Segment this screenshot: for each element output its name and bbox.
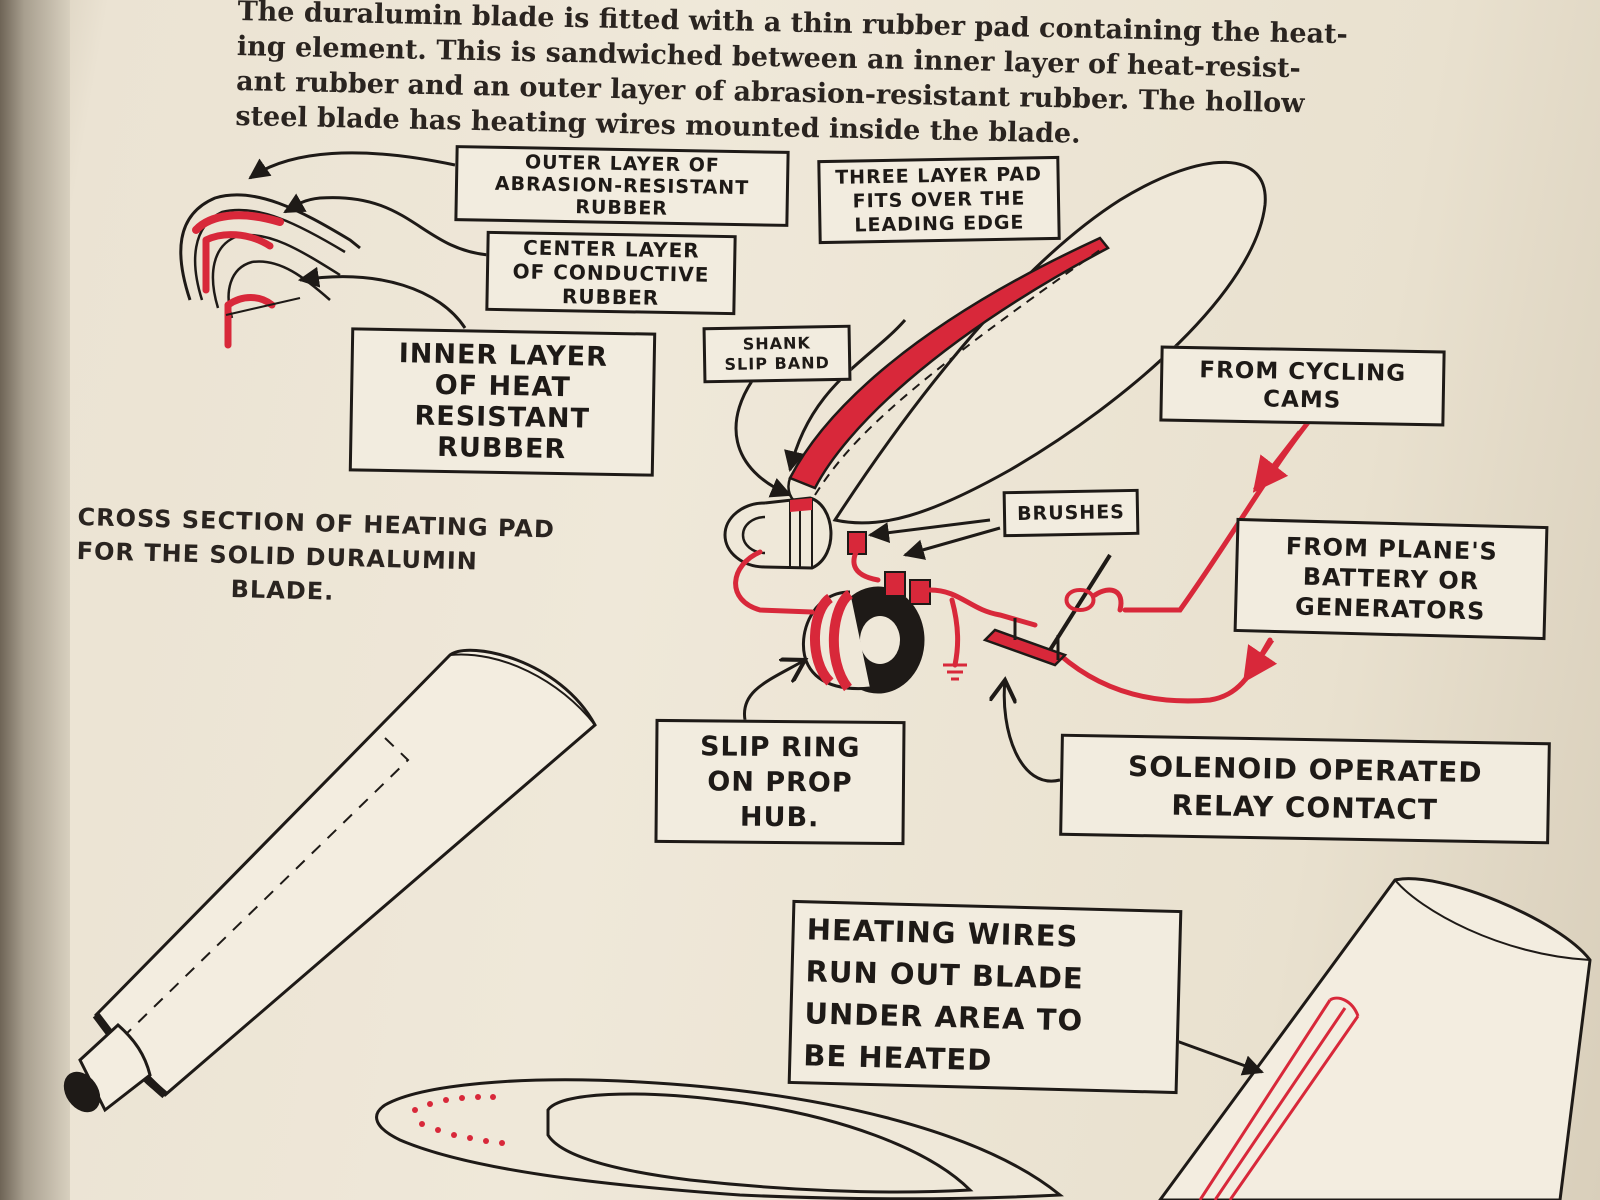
slip-ring (802, 586, 925, 694)
label-outer-layer: OUTER LAYER OF ABRASION-RESISTANT RUBBER (454, 145, 790, 227)
label-line: RELAY CONTACT (1171, 788, 1439, 827)
label-line: ON PROP (707, 765, 853, 799)
solenoid-relay-contact (982, 553, 1112, 667)
label-shank-slip-band: SHANK SLIP BAND (702, 324, 852, 384)
label-solenoid-relay: SOLENOID OPERATED RELAY CONTACT (1059, 733, 1551, 845)
shank-slip-band (723, 496, 833, 570)
label-slip-ring: SLIP RING ON PROP HUB. (654, 718, 906, 846)
center-layer-arrow (283, 193, 489, 257)
label-line: BRUSHES (1016, 501, 1126, 525)
label-line: OF HEAT (434, 369, 572, 404)
brushes-arrow (902, 526, 1001, 560)
label-line: LEADING EDGE (854, 211, 1025, 237)
label-center-layer: CENTER LAYER OF CONDUCTIVE RUBBER (485, 230, 737, 316)
heated-blade-section (1158, 877, 1592, 1200)
label-line: CAMS (1262, 386, 1342, 414)
label-line: RUBBER (436, 431, 567, 466)
brushes-arrow-2 (867, 518, 991, 544)
ground-symbol (943, 663, 967, 681)
propeller-blade (787, 160, 1267, 525)
label-line: HUB. (739, 801, 820, 833)
label-three-layer-pad: THREE LAYER PAD FITS OVER THE LEADING ED… (817, 155, 1061, 245)
heating-pad-cross-section (179, 193, 361, 349)
heating-wire-dots (412, 1094, 505, 1146)
label-brushes: BRUSHES (1002, 488, 1140, 538)
label-line: INNER LAYER (398, 338, 609, 373)
label-from-battery: FROM PLANE'S BATTERY OR GENERATORS (1233, 517, 1549, 641)
slip-ring-arrow (742, 660, 805, 721)
relay-contact-arrow (1004, 680, 1061, 783)
label-line: SLIP RING (699, 730, 861, 764)
label-line: RUBBER (575, 196, 669, 220)
label-inner-layer: INNER LAYER OF HEAT RESISTANT RUBBER (348, 327, 657, 477)
book-spine (0, 0, 70, 1200)
label-line: RUBBER (561, 284, 660, 310)
hollow-steel-blade (63, 648, 597, 1113)
airfoil-cross-section (375, 1078, 1064, 1200)
cycling-cams-signal-arrow (1252, 430, 1302, 493)
label-line: SLIP BAND (724, 353, 830, 374)
label-line: SHANK (742, 333, 812, 354)
label-heating-wires: HEATING WIRES RUN OUT BLADE UNDER AREA T… (787, 899, 1183, 1095)
cross-section-caption: CROSS SECTION OF HEATING PAD FOR THE SOL… (75, 500, 555, 614)
label-from-cycling-cams: FROM CYCLING CAMS (1159, 345, 1446, 427)
inner-layer-arrow (297, 266, 467, 329)
shank-slip-band-arrow (734, 369, 792, 498)
label-line: BE HEATED (802, 1038, 993, 1078)
outer-layer-arrow (248, 151, 456, 180)
battery-feed-arrow (1242, 638, 1278, 683)
brushes (847, 531, 931, 605)
